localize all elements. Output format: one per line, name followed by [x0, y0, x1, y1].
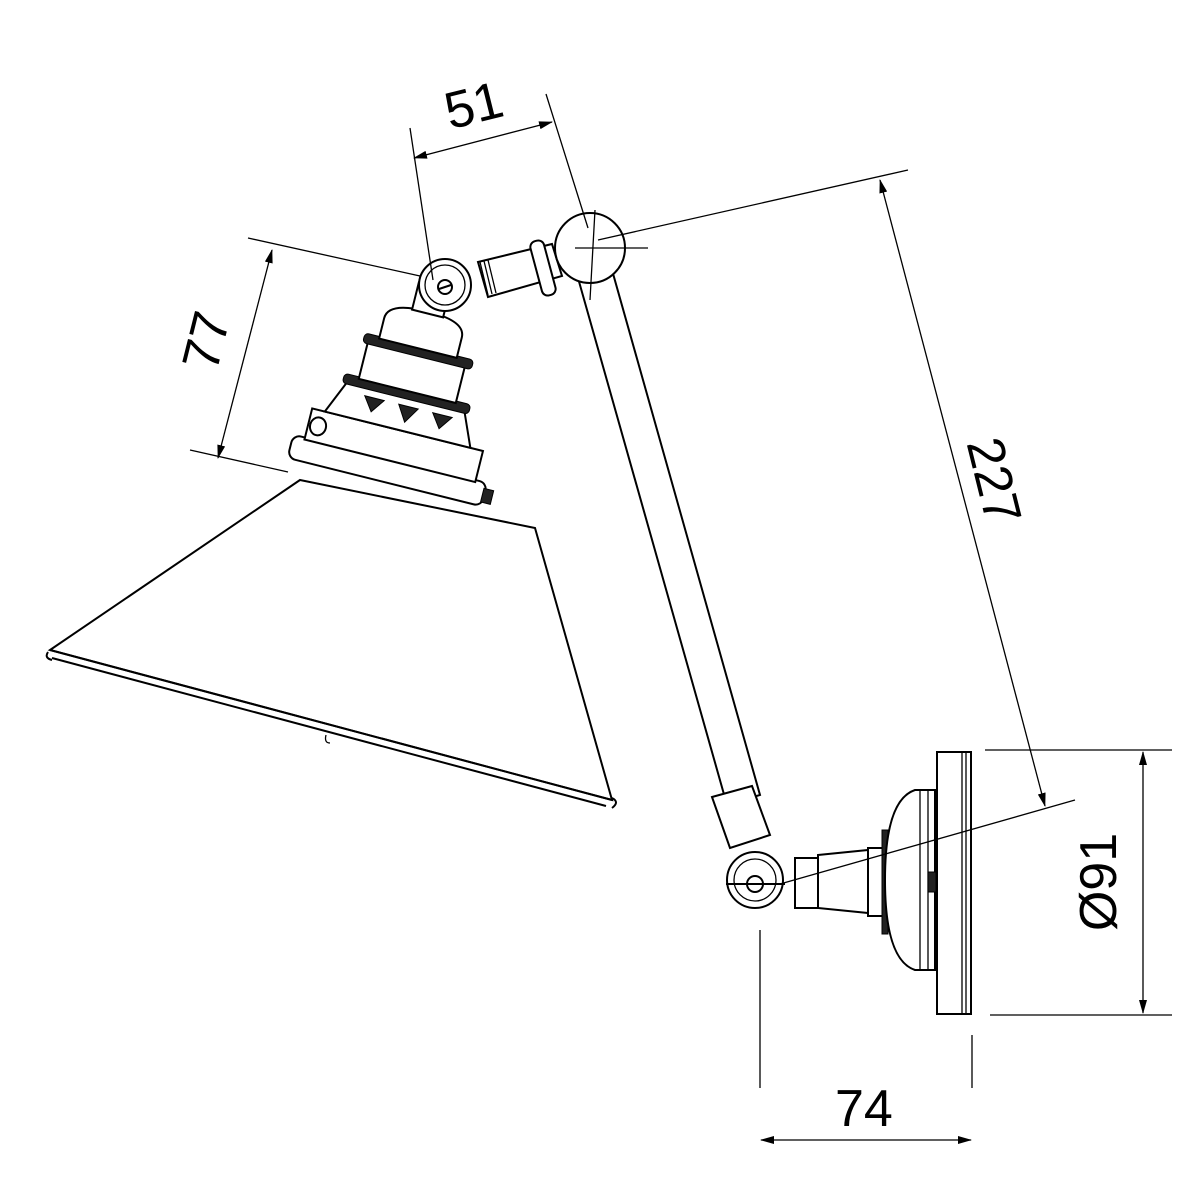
dimension-77	[189, 237, 421, 473]
dimension-227	[779, 179, 1076, 885]
lamp-shade	[45, 478, 617, 809]
upper-joint	[418, 258, 472, 312]
wall-mount	[726, 751, 972, 1015]
dimension-91	[985, 749, 1172, 1016]
dimension-51	[409, 93, 909, 301]
dimension-74	[759, 930, 973, 1144]
dimension-label-91: Ø91	[1070, 832, 1129, 932]
lamp-holder	[288, 281, 495, 506]
dimension-label-77: 77	[171, 305, 243, 377]
dimension-label-51: 51	[438, 70, 510, 142]
dimension-label-74: 74	[835, 1080, 893, 1138]
short-arm	[476, 239, 564, 299]
